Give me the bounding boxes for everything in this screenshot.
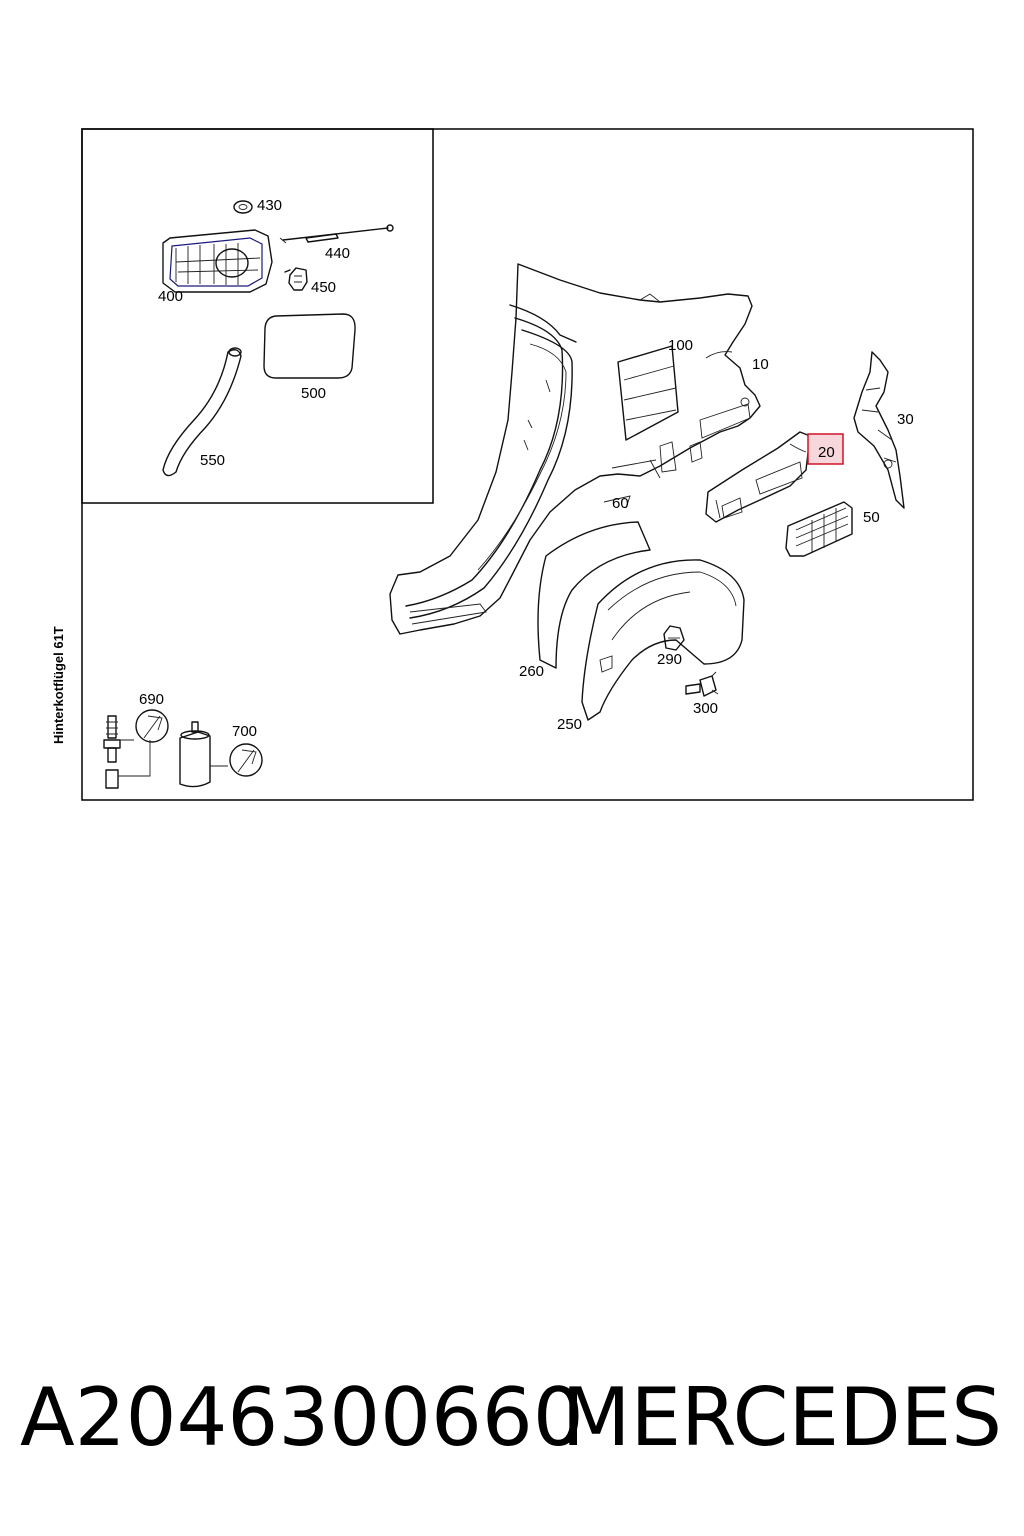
callout-690[interactable]: 690	[139, 691, 164, 708]
parts-diagram: Hinterkotflügel 61T	[51, 128, 974, 801]
callout-700[interactable]: 700	[232, 723, 257, 740]
callout-430[interactable]: 430	[257, 197, 282, 214]
part-690-bolt[interactable]	[103, 709, 169, 789]
callout-20[interactable]: 20	[818, 444, 835, 461]
callout-60[interactable]: 60	[612, 495, 629, 512]
callout-250[interactable]: 250	[557, 716, 582, 733]
part-100-panel[interactable]	[617, 345, 679, 441]
callout-50[interactable]: 50	[863, 509, 880, 526]
part-30-bracket[interactable]	[853, 351, 905, 509]
part-430-washer[interactable]	[233, 200, 253, 214]
part-300-screw[interactable]	[685, 671, 719, 697]
callout-30[interactable]: 30	[897, 411, 914, 428]
part-550-hose[interactable]	[162, 347, 242, 477]
callout-260[interactable]: 260	[519, 663, 544, 680]
callout-300[interactable]: 300	[693, 700, 718, 717]
callout-450[interactable]: 450	[311, 279, 336, 296]
highlight-box	[807, 433, 844, 465]
part-290-clip[interactable]	[663, 625, 685, 651]
part-500-fuel-door[interactable]	[263, 313, 356, 379]
callout-290[interactable]: 290	[657, 651, 682, 668]
part-250-wheel-liner[interactable]	[581, 559, 745, 721]
callout-550[interactable]: 550	[200, 452, 225, 469]
part-50-vent-grille[interactable]	[785, 501, 853, 557]
callout-10[interactable]: 10	[752, 356, 769, 373]
part-700-cartridge[interactable]	[179, 721, 263, 788]
part-20-inner-panel[interactable]	[705, 431, 811, 523]
part-number: A2046300660	[20, 1371, 584, 1464]
part-440-cable[interactable]	[279, 224, 394, 244]
callout-440[interactable]: 440	[325, 245, 350, 262]
part-400-filler-housing[interactable]	[162, 229, 273, 293]
brand-name: MERCEDES	[561, 1371, 1002, 1464]
callout-100[interactable]: 100	[668, 337, 693, 354]
inset-frame	[81, 128, 434, 504]
side-label: Hinterkotflügel 61T	[51, 626, 66, 744]
footer: A2046300660 MERCEDES	[0, 1368, 1024, 1468]
part-450-clip[interactable]	[284, 267, 308, 291]
callout-400[interactable]: 400	[158, 288, 183, 305]
callout-500[interactable]: 500	[301, 385, 326, 402]
part-10-side-panel[interactable]	[389, 263, 761, 635]
part-260-arch-trim[interactable]	[537, 521, 651, 669]
